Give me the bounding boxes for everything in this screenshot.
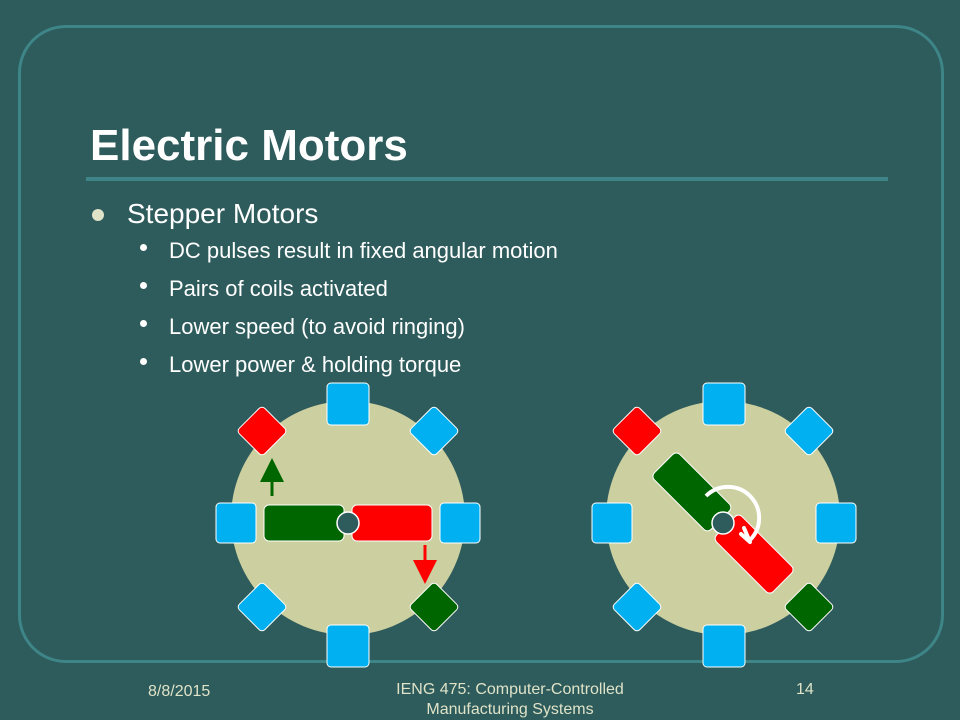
sub-bullet-dot	[140, 320, 147, 327]
coil-bottom-left	[237, 582, 287, 632]
footer-date: 8/8/2015	[148, 683, 211, 700]
rotation-arrow-icon	[704, 484, 762, 542]
coil-bottom-right-active	[409, 582, 459, 632]
title-underline	[86, 177, 888, 181]
sub-bullet-dot	[140, 282, 147, 289]
coil-bottom	[326, 624, 370, 668]
sub-bullet-dot	[140, 244, 147, 251]
coil-right	[439, 502, 481, 544]
coil-bottom	[702, 624, 746, 668]
sub-bullet-text: DC pulses result in fixed angular motion	[169, 238, 558, 263]
bullet-stepper-motors: Stepper Motors	[127, 198, 319, 229]
footer-course: IENG 475: Computer-Controlled Manufactur…	[396, 681, 624, 718]
slide-title: Electric Motors	[90, 121, 408, 170]
sub-bullet-dot	[140, 358, 147, 365]
rotor-shaft	[711, 511, 735, 535]
coil-top-left-active	[612, 406, 662, 456]
coil-left	[215, 502, 257, 544]
coil-top	[326, 382, 370, 426]
coil-top-right	[409, 406, 459, 456]
coil-bottom-right-active	[784, 582, 834, 632]
coil-right	[815, 502, 857, 544]
sub-bullet-text: Lower speed (to avoid ringing)	[169, 314, 465, 339]
rotor-north	[263, 504, 345, 542]
slide-frame	[18, 25, 944, 663]
coil-bottom-left	[612, 582, 662, 632]
sub-bullet-text: Pairs of coils activated	[169, 276, 388, 301]
rotation-arrowhead-icon	[739, 526, 752, 544]
footer-page-number: 14	[796, 681, 814, 698]
rotor-south	[351, 504, 433, 542]
stepper-motor-2	[591, 382, 857, 668]
coil-left	[591, 502, 633, 544]
coil-top-right	[784, 406, 834, 456]
rotor-shaft	[336, 511, 360, 535]
stepper-motor-1	[215, 382, 481, 668]
sub-bullet-text: Lower power & holding torque	[169, 352, 462, 377]
coil-top	[702, 382, 746, 426]
bullet-dot	[92, 209, 104, 221]
coil-top-left-active	[237, 406, 287, 456]
